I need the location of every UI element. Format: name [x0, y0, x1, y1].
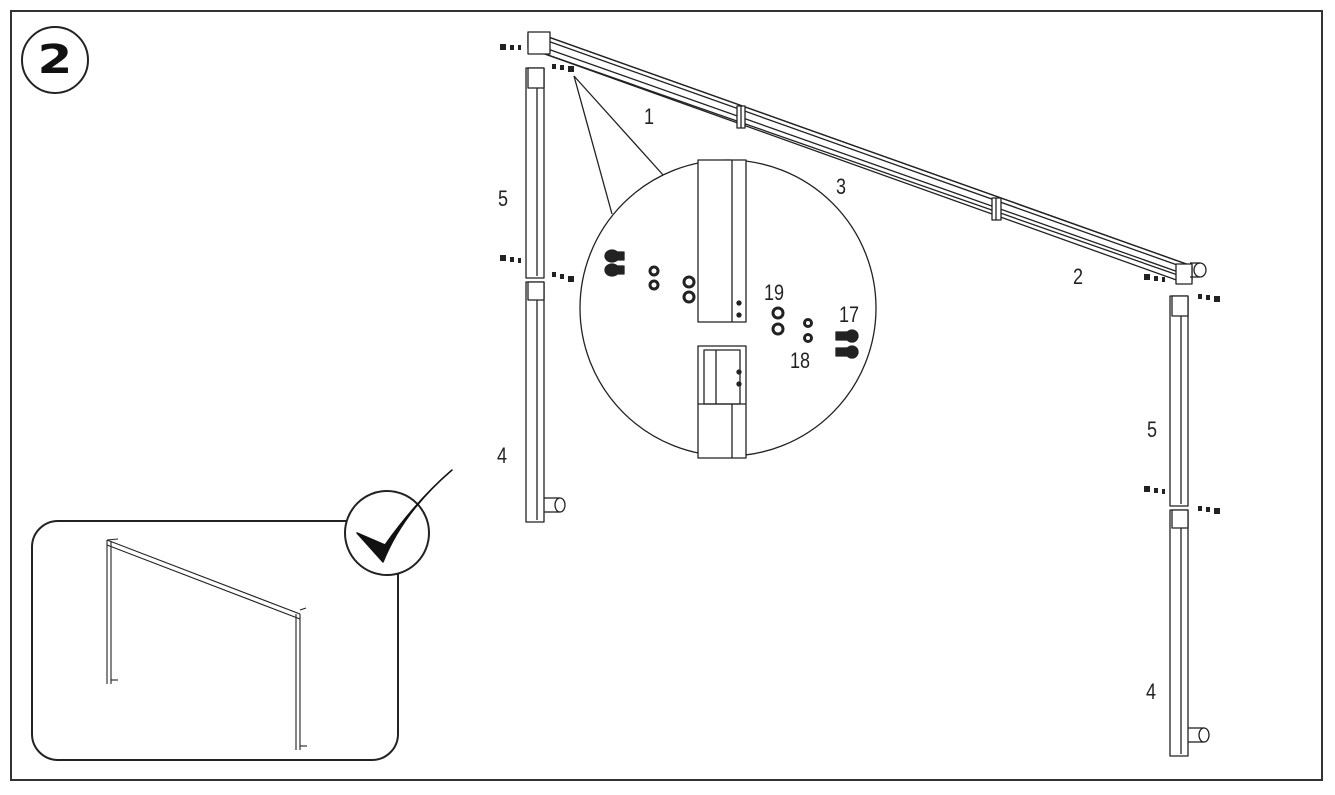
step-number: 2 [37, 37, 73, 83]
part-label-5-right: 5 [1147, 417, 1158, 442]
part-label-2: 2 [1073, 264, 1084, 289]
left-post [500, 44, 574, 523]
detail-callout [573, 75, 877, 459]
checkmark-circle [344, 490, 430, 576]
right-fasteners [771, 306, 859, 359]
part-label-3: 3 [836, 174, 847, 199]
diagram-frame [10, 10, 1323, 781]
part-label-18: 18 [790, 348, 811, 373]
step-number-badge: 2 [21, 26, 89, 94]
part-label-1: 1 [644, 104, 655, 129]
part-label-17: 17 [839, 302, 860, 327]
left-fasteners [604, 249, 696, 304]
part-label-5-left: 5 [498, 186, 509, 211]
part-label-4-left: 4 [497, 443, 508, 468]
right-post [1144, 274, 1220, 757]
checkmark-icon [356, 469, 453, 563]
top-beam [527, 31, 1207, 285]
part-label-19: 19 [764, 280, 785, 305]
completed-preview-panel [31, 469, 453, 761]
part-label-4-right: 4 [1146, 679, 1157, 704]
